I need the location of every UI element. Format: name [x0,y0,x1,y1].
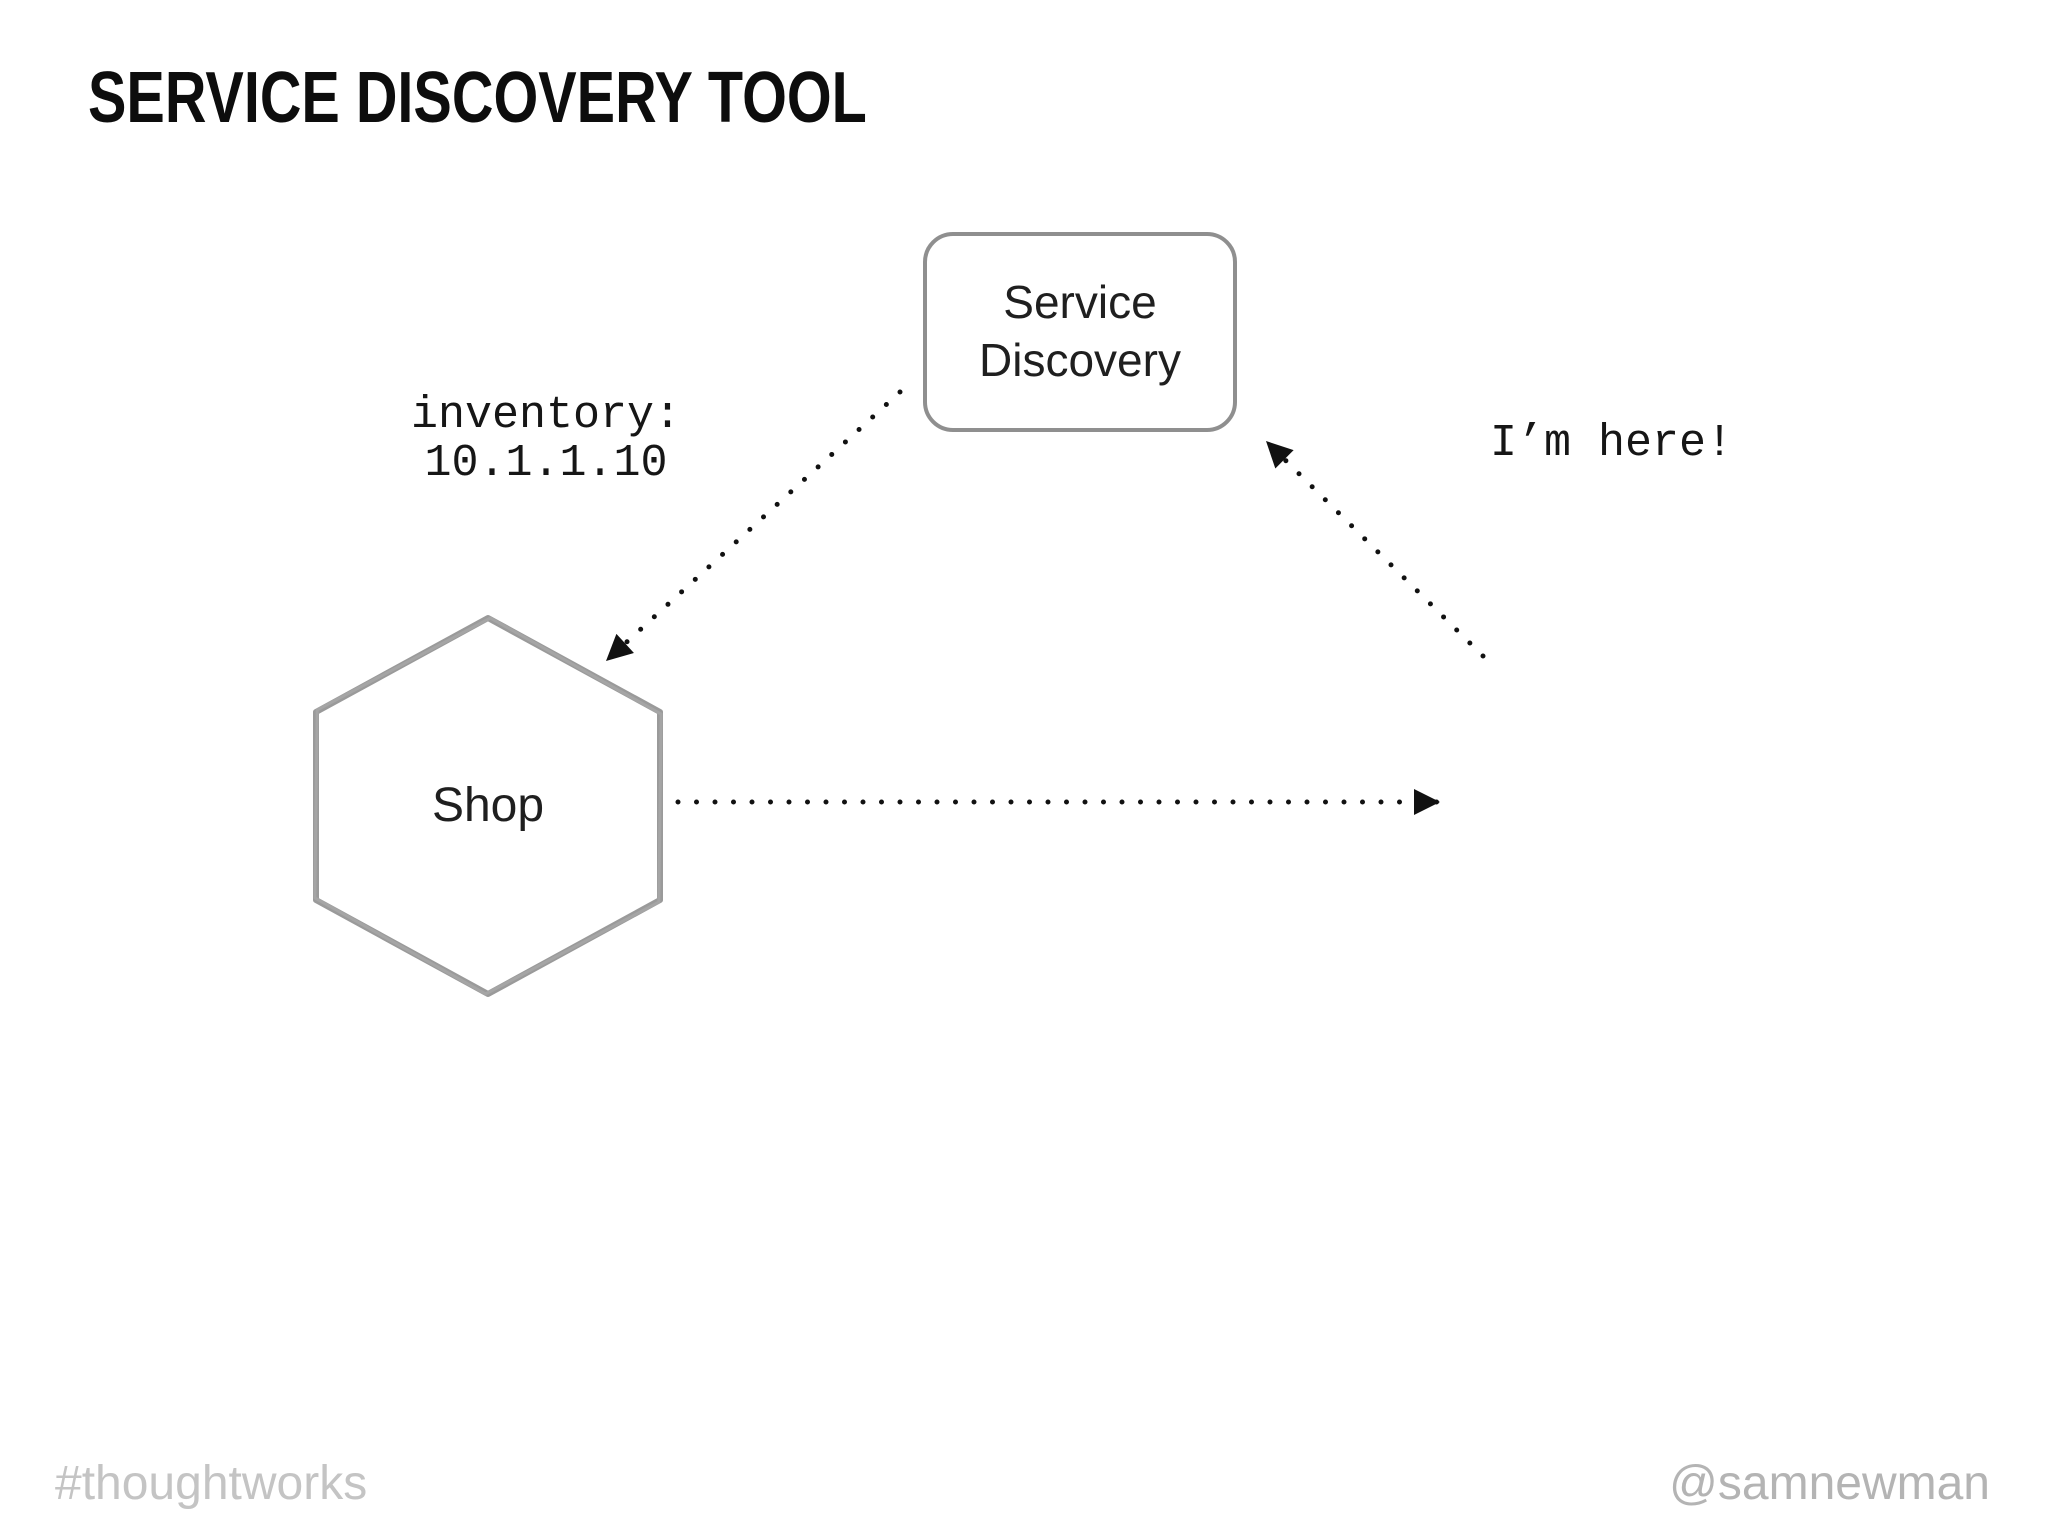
service-discovery-label: Service Discovery [979,276,1181,386]
edge-label-inventory: inventory: 10.1.1.10 [400,392,692,488]
edge-label-im-here: I’m here! [1490,418,1734,469]
footer-hashtag: #thoughtworks [55,1457,368,1510]
shop-hexagon [313,615,663,997]
slide-title: SERVICE DISCOVERY TOOL [88,58,867,138]
edge-label-inventory-line2: 10.1.1.10 [424,438,668,489]
edge-register-to-discovery [1263,438,1486,659]
edge-label-inventory-line1: inventory: [410,390,682,441]
shop-label: Shop [431,779,545,832]
edge-discovery-to-shop [603,389,903,664]
footer-handle: @samnewman [1669,1457,1990,1510]
service-discovery-node: Service Discovery [923,232,1237,432]
